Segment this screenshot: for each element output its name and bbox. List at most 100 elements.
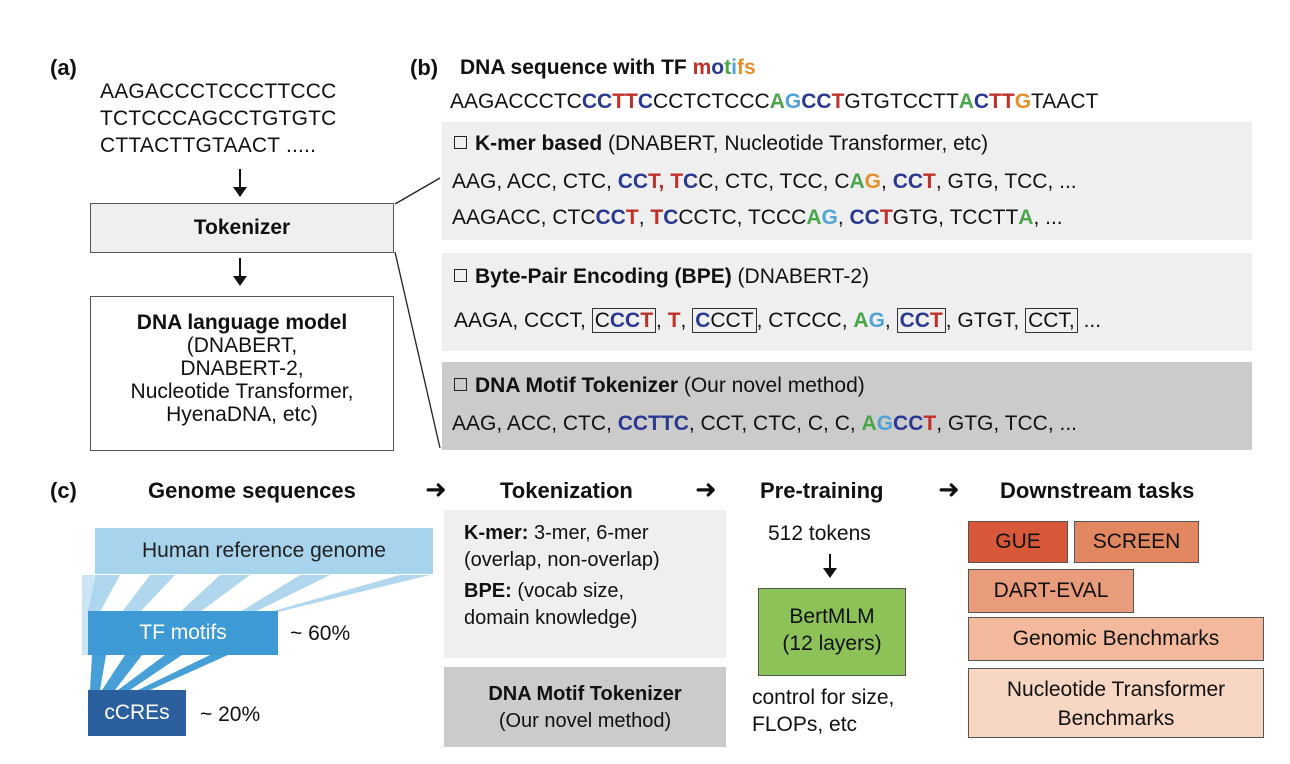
token-segment: TT xyxy=(989,90,1015,113)
token-segment: CCT, xyxy=(1028,309,1075,332)
human-reference-genome-box: Human reference genome xyxy=(95,528,433,574)
token-segment: GTG, TCCTT xyxy=(892,206,1019,229)
token-segment: , ... xyxy=(1033,206,1063,229)
header-pre-training: Pre-training xyxy=(760,478,884,503)
token-segment: A xyxy=(958,90,974,113)
seq-line-3: CTTACTTGTAACT ..... xyxy=(100,134,317,157)
token-segment: A xyxy=(849,170,865,193)
motif-title: DNA Motif Tokenizer xyxy=(475,374,678,397)
down-arrow-icon xyxy=(823,554,837,578)
model-line-1: (DNABERT, xyxy=(186,334,298,357)
bpe-text-2: domain knowledge) xyxy=(464,607,638,629)
token-segment: ... xyxy=(1077,309,1102,332)
bpe-box: Byte-Pair Encoding (BPE) (DNABERT-2) AAG… xyxy=(442,253,1252,351)
checkbox-icon xyxy=(454,269,467,282)
tokenizer-box: Tokenizer xyxy=(90,203,394,253)
token-segment: CCTC, TCCC xyxy=(678,206,807,229)
bertmlm-box: BertMLM (12 layers) xyxy=(758,588,906,676)
token-segment: TT xyxy=(612,90,638,113)
token-segment: , GTG, TCC, ... xyxy=(936,412,1078,435)
dna-language-model-box: DNA language model (DNABERT, DNABERT-2, … xyxy=(90,296,394,451)
token-segment: CCTTC xyxy=(617,412,689,435)
token-segment: G xyxy=(868,309,885,332)
token-segment: CC xyxy=(617,170,649,193)
motif-tokenizer-box: DNA Motif Tokenizer (Our novel method) A… xyxy=(442,362,1252,450)
token-segment: T xyxy=(923,170,936,193)
screen-box: SCREEN xyxy=(1074,521,1199,563)
token-segment: A xyxy=(806,206,822,229)
token-segment: CC xyxy=(595,206,626,229)
kmer-subtitle: (DNABERT, Nucleotide Transformer, etc) xyxy=(602,132,989,155)
motif-tokenizer-sub: (Our novel method) xyxy=(498,710,672,732)
right-arrow-icon: ➜ xyxy=(938,474,960,504)
ccres-percent: ~ 20% xyxy=(200,703,261,726)
token-segment: CCTCTCCC xyxy=(653,90,770,113)
kmer-label: K-mer: xyxy=(464,522,529,544)
seq-line-1: AAGACCCTCCCTTCCC xyxy=(100,80,337,103)
tokens-count: 512 tokens xyxy=(768,522,871,545)
nucleotide-transformer-benchmarks-box: Nucleotide Transformer Benchmarks xyxy=(968,668,1264,738)
token-segment: C xyxy=(695,309,711,332)
panel-a-sequence: AAGACCCTCCCTTCCC TCTCCCAGCCTGTGTC CTTACT… xyxy=(100,78,337,159)
token-box: CCCT xyxy=(591,308,657,333)
token-box: CCT, xyxy=(1025,308,1078,333)
token-group: AG xyxy=(853,309,885,332)
ccres-box: cCREs xyxy=(88,690,186,736)
token-segment: G xyxy=(876,412,894,435)
token-segment: , CCT, CTC, C, C, xyxy=(688,412,862,435)
bpe-text: (vocab size, xyxy=(511,580,625,602)
kmer-text-2: (overlap, non-overlap) xyxy=(464,549,660,571)
gue-box: GUE xyxy=(968,521,1068,563)
motif-char-m: m xyxy=(692,56,712,79)
tokenization-options-box: K-mer: 3-mer, 6-mer (overlap, non-overla… xyxy=(444,510,726,658)
token-segment: T xyxy=(923,412,937,435)
tf-motifs-box: TF motifs xyxy=(88,611,278,655)
token-segment: T xyxy=(650,206,664,229)
token-segment: C xyxy=(637,90,654,113)
title-prefix: DNA sequence with TF xyxy=(460,56,693,79)
token-segment: T xyxy=(625,206,639,229)
token-segment: CC xyxy=(892,170,924,193)
model-title: DNA language model xyxy=(136,311,348,334)
token-segment: AAGACCCTC xyxy=(450,90,582,113)
header-genome-sequences: Genome sequences xyxy=(148,478,356,503)
token-segment: G xyxy=(821,206,838,229)
bertmlm-label: BertMLM xyxy=(789,605,875,628)
token-segment: C xyxy=(973,90,990,113)
token-segment: G xyxy=(1014,90,1032,113)
motif-char-i: i xyxy=(731,56,737,79)
token-segment: A xyxy=(853,309,869,332)
kmer-line-2: AAGACC, CTCCCT, TCCCTC, TCCCAG, CCTGTG, … xyxy=(452,206,1063,230)
dart-eval-box: DART-EVAL xyxy=(968,569,1134,613)
motif-line: AAG, ACC, CTC, CCTTC, CCT, CTC, C, C, AG… xyxy=(452,412,1077,436)
token-segment: T xyxy=(831,90,845,113)
bpe-subtitle: (DNABERT-2) xyxy=(731,265,870,288)
motif-tokenizer-title: DNA Motif Tokenizer xyxy=(488,683,682,705)
genomic-benchmarks-box: Genomic Benchmarks xyxy=(968,617,1264,661)
token-box: CCCT xyxy=(692,308,757,333)
token-segment: , xyxy=(881,170,893,193)
token-segment: CC xyxy=(849,206,880,229)
token-segment: CC xyxy=(893,412,924,435)
motif-char-s: s xyxy=(743,56,756,79)
token-segment: AAG, ACC, CTC, xyxy=(452,412,618,435)
token-segment: TAACT xyxy=(1031,90,1099,113)
header-downstream-tasks: Downstream tasks xyxy=(1000,478,1195,503)
control-line-1: control for size, xyxy=(752,686,895,709)
motif-title-row: DNA Motif Tokenizer (Our novel method) xyxy=(454,374,865,398)
token-segment: T xyxy=(640,309,654,332)
token-segment: , CTCCC, xyxy=(756,309,854,332)
kmer-title: K-mer based xyxy=(475,132,603,155)
panel-b-label: (b) xyxy=(410,55,439,80)
token-segment: T xyxy=(879,206,893,229)
token-segment: C xyxy=(663,206,679,229)
motif-subtitle: (Our novel method) xyxy=(678,374,865,397)
token-segment: A xyxy=(769,90,785,113)
motif-char-f: f xyxy=(736,56,744,79)
control-line-2: FLOPs, etc xyxy=(752,713,858,736)
token-segment: C xyxy=(594,309,610,332)
token-segment: , xyxy=(837,206,850,229)
checkbox-icon xyxy=(454,378,467,391)
panel-a-label: (a) xyxy=(50,55,77,80)
seq-line-2: TCTCCCAGCCTGTGTC xyxy=(100,107,337,130)
